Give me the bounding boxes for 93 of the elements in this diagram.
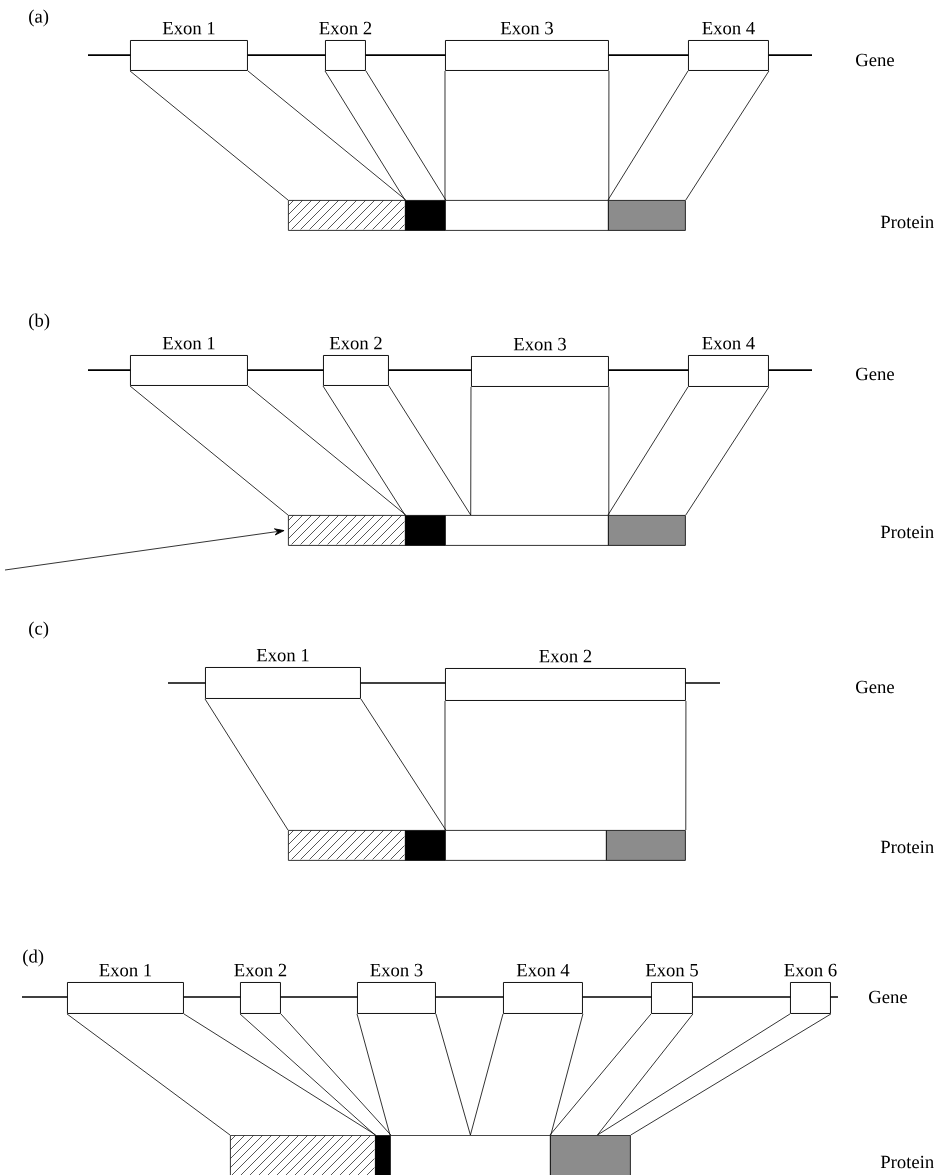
exon-box: Exon 6 [784,963,837,1014]
mapping-line [685,700,687,831]
node-label: Exon 2 [329,336,382,350]
mapping-line [608,386,610,516]
node-label: Exon 3 [513,337,566,351]
mapping-line [470,386,472,516]
protein-segment [405,830,446,861]
node-label: Exon 4 [702,336,755,350]
panel-letter: (a) [29,9,49,27]
mapping-line [388,385,472,516]
mapping-line [129,385,289,516]
exon-box: Exon 1 [67,963,184,1014]
protein-segment [550,1135,631,1175]
node-label: Exon 5 [645,963,698,977]
mapping-line [607,386,689,516]
mapping-line [444,700,446,831]
mapping-line [239,1013,376,1136]
mapping-line [280,1013,392,1136]
node-label: Exon 3 [500,21,553,35]
exon-box: Exon 3 [357,963,436,1014]
protein-segment [230,1135,376,1175]
mapping-line [322,385,406,516]
gene-label: Gene [869,990,907,1004]
node-label: Exon 1 [99,963,152,977]
exon-box: Exon 4 [688,336,769,387]
protein-segment [288,515,406,546]
node-label: Exon 3 [370,963,423,977]
exon-box: Exon 3 [445,21,609,71]
protein-segment [375,1135,391,1175]
protein-segment [445,830,607,861]
exon-box: Exon 1 [205,648,361,699]
exon-box: Exon 2 [445,649,686,701]
exon-box: Exon 5 [645,964,698,1014]
exon-box: Exon 3 [471,337,609,387]
arrow [4,528,285,571]
gene-label: Gene [856,367,894,381]
mapping-line [66,1013,231,1136]
protein-segment [288,830,406,861]
protein-segment [445,515,609,546]
exon-box: Exon 2 [234,963,287,1014]
mapping-line [183,1013,377,1136]
mapping-line [607,70,689,201]
protein-segment [606,830,686,861]
protein-segment [405,515,446,546]
mapping-line [247,385,407,516]
protein-segment [288,200,406,231]
mapping-line [444,70,446,201]
node-label: Exon 2 [319,21,372,35]
gene-label: Gene [856,680,894,694]
mapping-line [685,70,770,201]
protein-segment [390,1135,551,1175]
mapping-line [597,1013,791,1136]
protein-label: Protein [880,840,934,854]
mapping-line [549,1013,652,1136]
mapping-line [129,70,289,201]
node-label: Exon 2 [234,963,287,977]
mapping-line [324,70,406,201]
protein-segment [608,515,686,546]
mapping-line [204,698,289,831]
mapping-line [470,1013,504,1136]
mapping-line [608,70,610,201]
mapping-line [435,1013,471,1136]
exon-box: Exon 4 [688,21,769,71]
gene-label: Gene [856,53,894,67]
mapping-line [360,698,447,831]
panel-letter: (d) [23,949,44,967]
protein-segment [405,200,446,231]
node-label: Exon 4 [516,963,570,977]
mapping-line [630,1013,832,1136]
mapping-line [550,1013,584,1136]
panel-letter: (c) [29,621,49,639]
mapping-line [356,1013,391,1136]
mapping-line [247,70,407,201]
node-label: Exon 1 [162,336,215,350]
node-label: Exon 2 [539,649,592,663]
protein-label: Protein [880,1155,934,1169]
node-label: Exon 1 [162,21,215,35]
exon-box: Exon 1 [130,336,248,386]
mapping-line [365,70,447,201]
node-label: Exon 6 [784,963,837,977]
panel-letter: (b) [29,313,50,331]
protein-segment [608,200,686,231]
exon-box: Exon 2 [319,21,372,71]
mapping-line [685,386,770,516]
exon-box: Exon 4 [503,963,583,1014]
exon-box: Exon 2 [323,336,389,386]
protein-label: Protein [880,215,934,229]
protein-label: Protein [880,525,934,539]
exon-box: Exon 1 [130,21,248,71]
mapping-line [597,1013,694,1136]
protein-segment [445,200,609,231]
node-label: Exon 4 [702,21,755,35]
node-label: Exon 1 [256,648,309,662]
